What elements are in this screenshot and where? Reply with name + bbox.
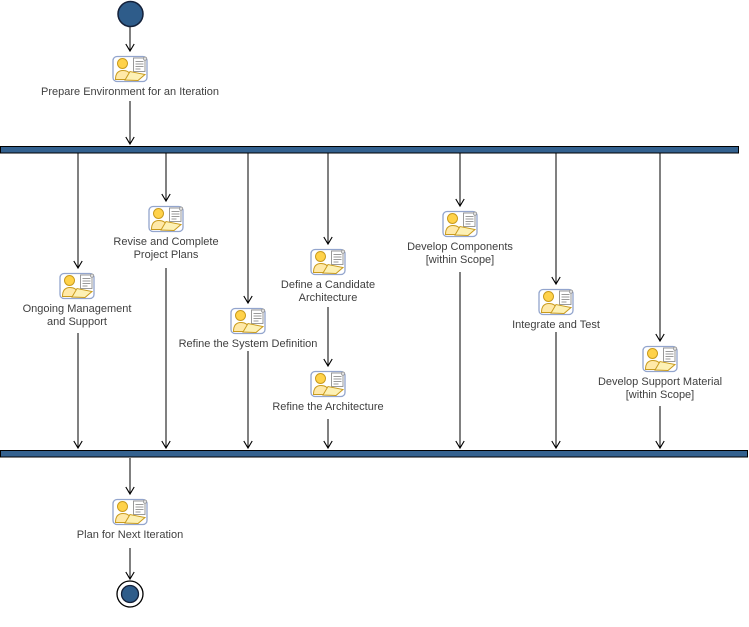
activity-prepare-environment[interactable]: Prepare Environment for an Iteration — [30, 55, 230, 99]
activity-label: Prepare Environment for an Iteration — [41, 86, 219, 98]
activity-worker-icon — [112, 498, 149, 526]
activity-revise-plans[interactable]: Revise and Complete Project Plans — [110, 205, 222, 262]
activity-label: Revise and Complete Project Plans — [113, 236, 219, 261]
activity-worker-icon — [310, 248, 347, 276]
final-node-ring-icon — [116, 580, 144, 608]
activity-define-candidate-architecture[interactable]: Define a Candidate Architecture — [272, 248, 384, 305]
activity-ongoing-management[interactable]: Ongoing Management and Support — [18, 272, 136, 329]
activity-label: Ongoing Management and Support — [22, 303, 132, 328]
initial-node-icon — [117, 0, 144, 28]
activity-develop-components[interactable]: Develop Components [within Scope] — [398, 210, 522, 267]
fork-bar — [0, 146, 739, 154]
activity-plan-next-iteration[interactable]: Plan for Next Iteration — [55, 498, 205, 542]
activity-label: Refine the System Definition — [178, 338, 318, 350]
activity-label: Refine the Architecture — [272, 401, 384, 413]
activity-integrate-and-test[interactable]: Integrate and Test — [486, 288, 626, 332]
activity-refine-system-definition[interactable]: Refine the System Definition — [163, 307, 333, 351]
activity-worker-icon — [112, 55, 149, 83]
activity-worker-icon — [442, 210, 479, 238]
join-bar — [0, 450, 748, 458]
activity-label: Integrate and Test — [512, 319, 600, 331]
activity-refine-architecture[interactable]: Refine the Architecture — [253, 370, 403, 414]
activity-label: Plan for Next Iteration — [76, 529, 184, 541]
activity-label: Develop Components [within Scope] — [407, 241, 513, 266]
activity-label: Develop Support Material [within Scope] — [597, 376, 723, 401]
activity-worker-icon — [310, 370, 347, 398]
activity-worker-icon — [538, 288, 575, 316]
activity-develop-support-material[interactable]: Develop Support Material [within Scope] — [584, 345, 736, 402]
activity-worker-icon — [642, 345, 679, 373]
activity-worker-icon — [230, 307, 267, 335]
activity-label: Define a Candidate Architecture — [280, 279, 376, 304]
activity-worker-icon — [148, 205, 185, 233]
activity-worker-icon — [59, 272, 96, 300]
final-node-core-icon — [120, 584, 140, 604]
